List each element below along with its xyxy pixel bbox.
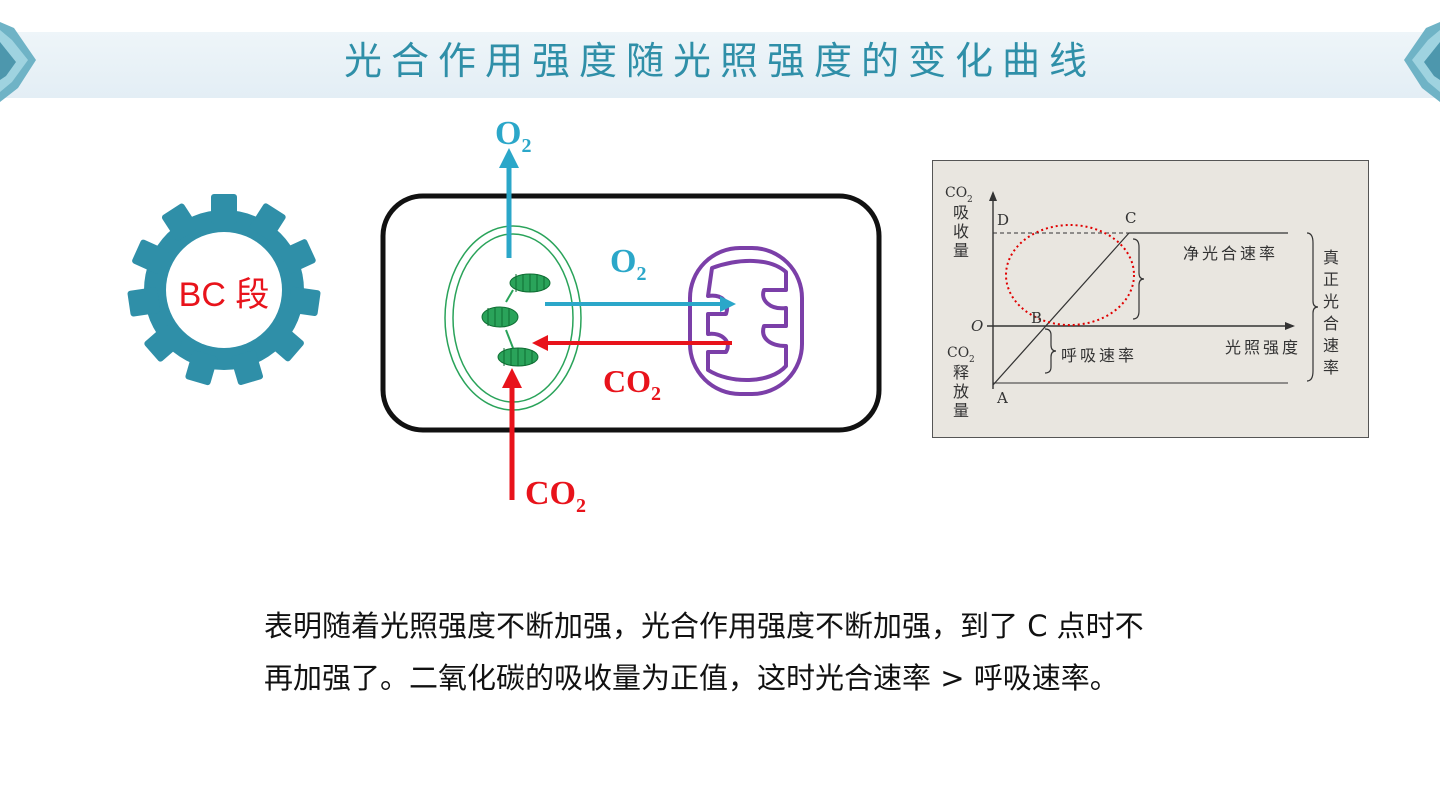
point-a-label: A xyxy=(996,389,1008,407)
textbook-graph: CO 2 吸 收 量 CO 2 释 放 量 D C B O A 净光合速率 呼吸… xyxy=(932,160,1369,438)
title-band xyxy=(0,32,1440,98)
y-top-label-char2: 收 xyxy=(953,222,969,241)
explanation-line-2: 再加强了。二氧化碳的吸收量为正值，这时光合速率 > 呼吸速率。 xyxy=(264,661,1119,695)
true-rate-char5: 速 xyxy=(1323,336,1339,355)
y-top-label-char1: 吸 xyxy=(953,203,969,222)
crystal-decoration-right-icon xyxy=(1404,22,1440,102)
photosynthesis-diagram: BC 段 O2 O2 CO2 CO2 xyxy=(127,115,882,517)
gear-icon xyxy=(127,194,321,386)
point-o-label: O xyxy=(971,317,983,335)
y-top-label-char3: 量 xyxy=(953,241,969,260)
y-bottom-label-char2: 放 xyxy=(953,382,969,401)
graph-svg: CO 2 吸 收 量 CO 2 释 放 量 D C B O A 净光合速率 呼吸… xyxy=(945,185,1339,420)
point-b-label: B xyxy=(1031,309,1042,327)
point-c-label: C xyxy=(1125,209,1136,227)
true-rate-char6: 率 xyxy=(1323,358,1339,377)
point-d-label: D xyxy=(997,211,1009,229)
explanation-text: 表明随着光照强度不断加强，光合作用强度不断加强，到了 C 点时不 再加强了。二氧… xyxy=(264,600,1244,704)
co2-mid-label: CO2 xyxy=(603,363,661,405)
page-title: 光合作用强度随光照强度的变化曲线 xyxy=(343,39,1096,83)
x-axis-label: 光照强度 xyxy=(1225,338,1301,357)
y-top-label-co: CO xyxy=(945,185,967,201)
explanation-line-1: 表明随着光照强度不断加强，光合作用强度不断加强，到了 C 点时不 xyxy=(264,609,1144,643)
true-rate-char3: 光 xyxy=(1323,292,1339,311)
y-bottom-label-char1: 释 xyxy=(953,363,969,382)
true-rate-char1: 真 xyxy=(1323,248,1339,267)
y-bottom-label-sub: 2 xyxy=(969,355,975,365)
gear-label: BC 段 xyxy=(179,276,270,314)
true-rate-char2: 正 xyxy=(1323,270,1339,289)
y-bottom-label-char3: 量 xyxy=(953,401,969,420)
net-rate-label: 净光合速率 xyxy=(1183,244,1278,263)
o2-top-label: O2 xyxy=(495,115,531,157)
y-bottom-label-co: CO xyxy=(947,345,969,361)
mitochondria xyxy=(688,246,804,396)
true-rate-char4: 合 xyxy=(1323,314,1339,333)
o2-mid-label: O2 xyxy=(610,243,646,285)
crystal-decoration-left-icon xyxy=(0,22,36,102)
resp-rate-label: 呼吸速率 xyxy=(1061,346,1137,365)
y-top-label-sub: 2 xyxy=(967,195,973,205)
co2-bottom-label: CO2 xyxy=(525,475,586,517)
